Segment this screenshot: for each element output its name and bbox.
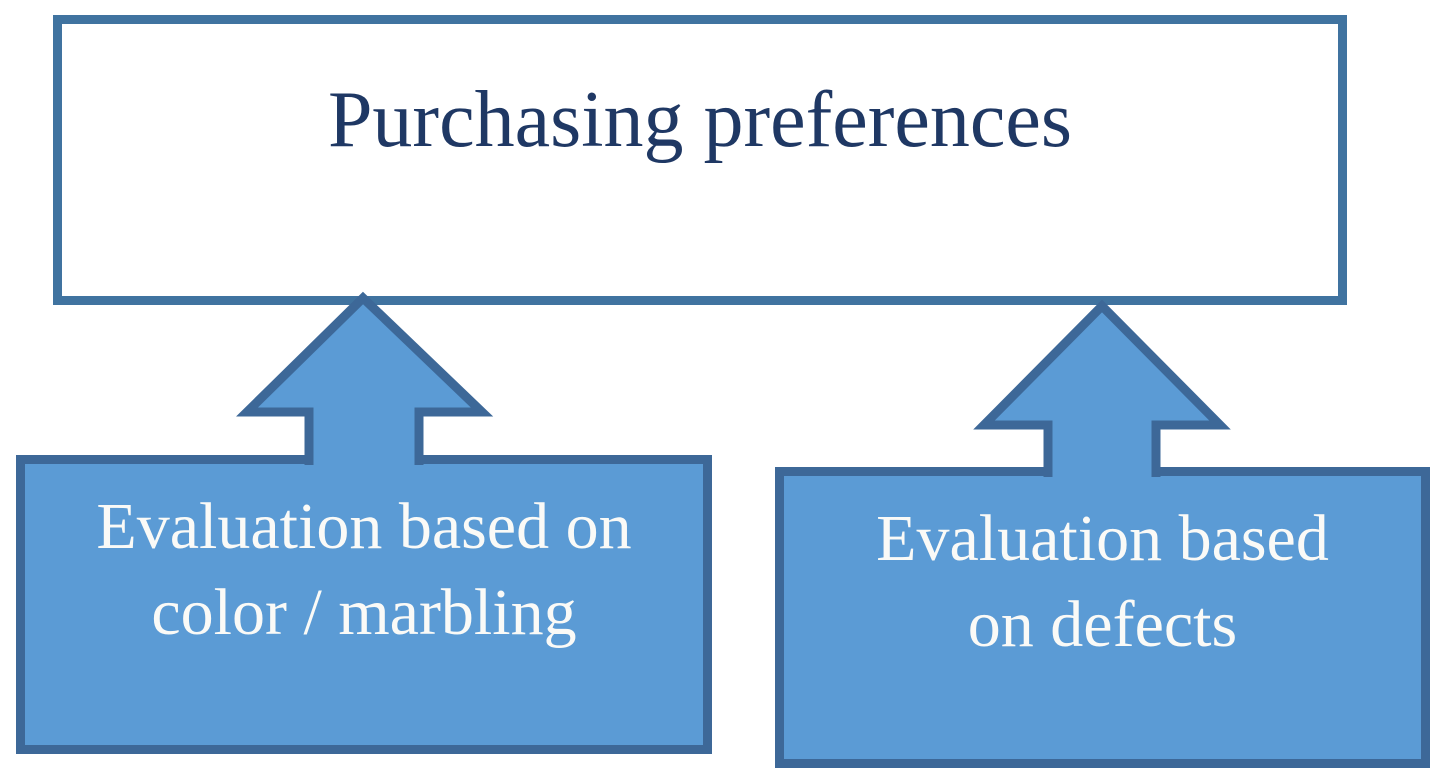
- purchasing-preferences-label: Purchasing preferences: [327, 76, 1073, 164]
- evaluation-defects-line2: on defects: [967, 588, 1238, 661]
- evaluation-color-marbling-box: Evaluation based on color / marbling: [16, 455, 712, 754]
- up-arrow-left-icon: [236, 291, 494, 465]
- evaluation-defects-line1: Evaluation based: [876, 502, 1329, 575]
- evaluation-color-marbling-line1: Evaluation based on: [96, 490, 632, 563]
- evaluation-color-marbling-line2: color / marbling: [151, 576, 577, 649]
- up-arrow-right-icon: [973, 299, 1231, 477]
- purchasing-preferences-box: Purchasing preferences: [53, 15, 1347, 305]
- evaluation-defects-box: Evaluation based on defects: [775, 467, 1430, 768]
